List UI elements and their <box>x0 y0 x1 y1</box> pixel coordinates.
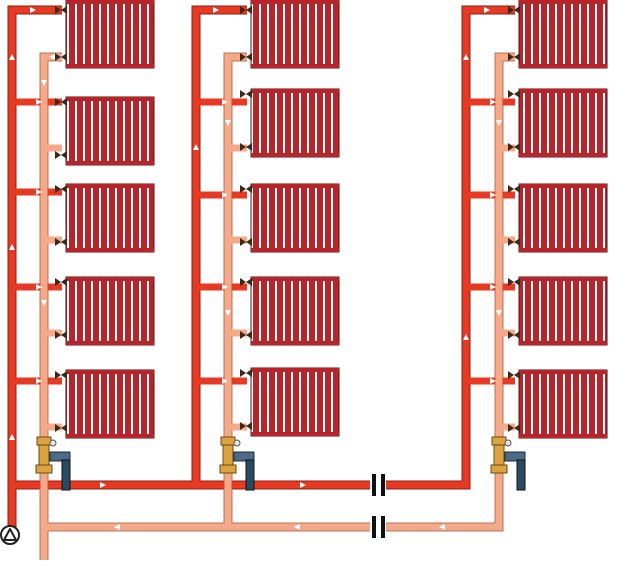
arrow-down-icon <box>225 310 231 316</box>
arrow-right-icon <box>100 482 106 488</box>
radiator-1-1 <box>65 0 155 69</box>
radiator-valve-icon <box>240 185 252 193</box>
arrow-down-icon <box>496 310 502 316</box>
arrow-right-icon <box>490 378 496 384</box>
radiator-valve-icon <box>508 331 520 339</box>
supply-pipes <box>8 6 515 530</box>
pipe-break-symbols <box>370 474 386 538</box>
return-main-horizontal <box>44 53 515 531</box>
radiator-valves <box>55 6 520 432</box>
arrow-down-icon <box>41 80 47 86</box>
arrow-right-icon <box>490 192 496 198</box>
radiator-valve-icon <box>240 422 252 430</box>
radiator-valve-icon <box>55 185 67 193</box>
main-supply-riser <box>8 6 62 530</box>
arrow-down-icon <box>496 120 502 126</box>
arrow-right-icon <box>300 482 306 488</box>
radiator-3-3 <box>518 183 608 253</box>
radiator-valve-icon <box>55 278 67 286</box>
arrow-right-icon <box>222 99 228 105</box>
radiator-3-1 <box>518 0 608 69</box>
arrow-right-icon <box>490 99 496 105</box>
arrow-right-icon <box>222 192 228 198</box>
arrow-down-icon <box>225 120 231 126</box>
radiator-2-2 <box>250 88 340 158</box>
arrow-right-icon <box>36 189 42 195</box>
radiator-1-3 <box>65 183 155 253</box>
arrow-right-icon <box>213 7 219 13</box>
arrow-right-icon <box>222 284 228 290</box>
radiator-valve-icon <box>508 424 520 432</box>
radiator-valve-icon <box>240 238 252 246</box>
arrow-left-icon <box>49 54 55 60</box>
arrow-right-icon <box>484 7 490 13</box>
radiators <box>65 0 608 439</box>
balancing-valve-icon <box>219 436 255 491</box>
arrow-up-icon <box>193 144 199 150</box>
supply-main-horizontal <box>12 6 515 489</box>
radiator-valve-icon <box>240 53 252 61</box>
circulation-pump-icon <box>0 525 20 545</box>
radiator-valve-icon <box>508 185 520 193</box>
radiator-valve-icon <box>55 424 67 432</box>
arrow-up-icon <box>9 54 15 60</box>
radiator-1-4 <box>65 276 155 346</box>
arrow-up-icon <box>9 244 15 250</box>
radiator-valve-icon <box>508 371 520 379</box>
radiator-valve-icon <box>508 143 520 151</box>
radiator-valve-icon <box>508 6 520 14</box>
arrow-right-icon <box>36 378 42 384</box>
radiator-valve-icon <box>55 6 67 14</box>
arrow-right-icon <box>30 7 36 13</box>
radiator-valve-icon <box>55 238 67 246</box>
radiator-valve-icon <box>55 371 67 379</box>
return-branches <box>44 144 515 431</box>
pipe-break-supply <box>370 474 386 496</box>
radiator-3-4 <box>518 276 608 346</box>
arrow-up-icon <box>463 334 469 340</box>
radiator-valve-icon <box>240 90 252 98</box>
radiator-valve-icon <box>240 143 252 151</box>
radiator-valve-icon <box>55 151 67 159</box>
supply-riser-2 <box>192 6 247 485</box>
radiator-3-5 <box>518 369 608 439</box>
radiator-1-5 <box>65 369 155 439</box>
arrow-left-icon <box>439 524 445 530</box>
arrow-right-icon <box>36 99 42 105</box>
balancing-valve-icon <box>35 436 71 491</box>
arrow-down-icon <box>41 300 47 306</box>
radiator-valve-icon <box>55 98 67 106</box>
arrow-right-icon <box>222 378 228 384</box>
arrow-up-icon <box>463 54 469 60</box>
radiator-valve-icon <box>240 6 252 14</box>
radiator-3-2 <box>518 88 608 158</box>
radiator-2-4 <box>250 276 340 346</box>
radiator-1-2 <box>65 96 155 166</box>
arrow-left-icon <box>294 524 300 530</box>
balancing-valve-icon <box>490 436 526 491</box>
radiator-valve-icon <box>55 53 67 61</box>
pipe-break-return <box>370 516 386 538</box>
radiator-valve-icon <box>240 331 252 339</box>
radiator-2-1 <box>250 0 340 69</box>
radiator-valve-icon <box>508 53 520 61</box>
arrow-right-icon <box>36 284 42 290</box>
arrow-left-icon <box>114 524 120 530</box>
radiator-valve-icon <box>240 369 252 377</box>
radiator-2-5 <box>250 367 340 437</box>
radiator-valve-icon <box>508 238 520 246</box>
flow-arrows <box>9 7 502 530</box>
arrow-right-icon <box>490 284 496 290</box>
arrow-up-icon <box>9 434 15 440</box>
radiator-valve-icon <box>240 278 252 286</box>
radiator-2-3 <box>250 183 340 253</box>
balancing-valves <box>35 436 526 491</box>
radiator-valve-icon <box>508 278 520 286</box>
radiator-valve-icon <box>55 331 67 339</box>
radiator-valve-icon <box>508 90 520 98</box>
